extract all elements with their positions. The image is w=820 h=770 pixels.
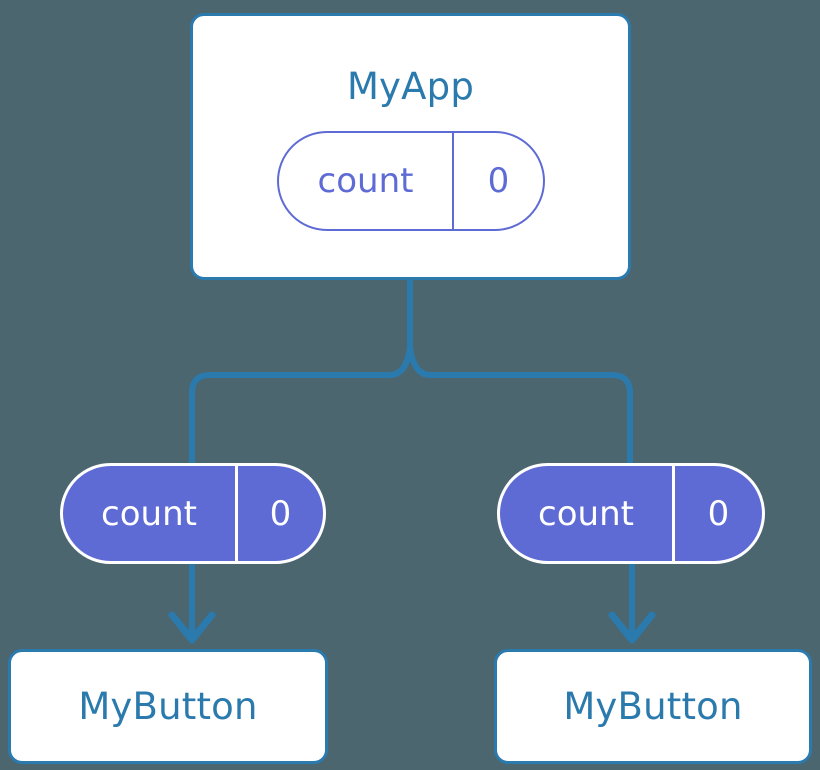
state-pill-myapp[interactable]: count 0 <box>277 131 545 231</box>
prop-pill-left[interactable]: count 0 <box>60 463 326 564</box>
prop-value-right: 0 <box>672 466 762 561</box>
prop-value-left: 0 <box>235 466 323 561</box>
component-title-myapp: MyApp <box>346 65 475 108</box>
component-title-mybutton-left: MyButton <box>78 685 258 728</box>
component-box-mybutton-right[interactable]: MyButton <box>494 649 812 764</box>
component-box-mybutton-left[interactable]: MyButton <box>8 649 328 764</box>
arrow-left <box>168 564 216 644</box>
arrow-right <box>608 564 656 644</box>
branch-fan <box>189 345 633 463</box>
state-value-myapp: 0 <box>452 133 543 229</box>
prop-key-right: count <box>538 493 634 534</box>
state-key-myapp: count <box>317 161 414 201</box>
prop-pill-right[interactable]: count 0 <box>497 463 765 564</box>
prop-key-left: count <box>101 493 197 534</box>
component-title-mybutton-right: MyButton <box>563 685 743 728</box>
component-box-myapp[interactable]: MyApp <box>190 13 631 280</box>
